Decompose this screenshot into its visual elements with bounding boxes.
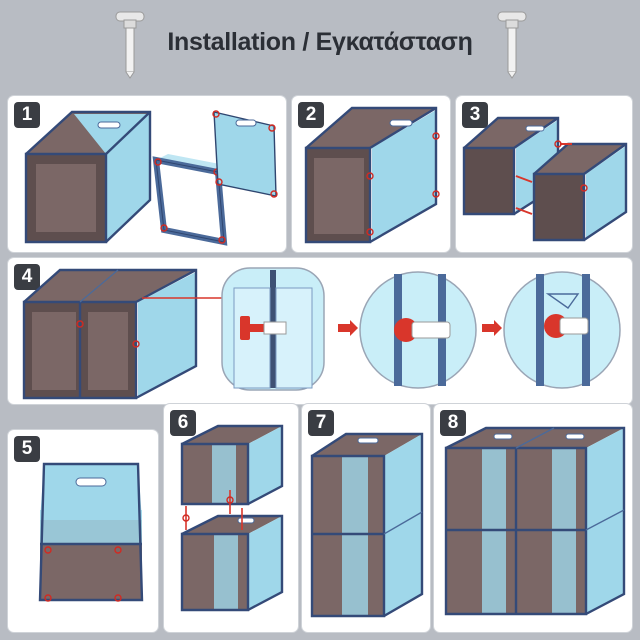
connector-pin-icon (115, 11, 145, 79)
step-2-panel: 2 (292, 96, 450, 252)
step-1-illustration (24, 110, 278, 246)
step-5-illustration (38, 462, 144, 602)
step-number-badge: 2 (298, 102, 324, 128)
step-4-panel: 4 (8, 258, 632, 404)
step-2-illustration (304, 106, 440, 244)
step-3-illustration (462, 116, 628, 242)
step-number-badge: 8 (440, 410, 466, 436)
step-6-illustration (180, 424, 284, 612)
step-7-illustration (310, 432, 424, 618)
step-number-badge: 6 (170, 410, 196, 436)
step-6-panel: 6 (164, 404, 298, 632)
header: Installation / Εγκατάσταση (0, 0, 640, 88)
step-number-badge: 1 (14, 102, 40, 128)
step-8-illustration (444, 426, 626, 616)
step-5-panel: 5 (8, 430, 158, 632)
step-1-panel: 1 (8, 96, 286, 252)
connector-pin-icon (497, 11, 527, 79)
step-3-panel: 3 (456, 96, 632, 252)
step-8-panel: 8 (434, 404, 632, 632)
step-4-illustration (22, 267, 621, 400)
step-number-badge: 3 (462, 102, 488, 128)
step-7-panel: 7 (302, 404, 430, 632)
page-title: Installation / Εγκατάσταση (167, 28, 473, 56)
step-number-badge: 4 (14, 264, 40, 290)
step-number-badge: 7 (308, 410, 334, 436)
step-number-badge: 5 (14, 436, 40, 462)
